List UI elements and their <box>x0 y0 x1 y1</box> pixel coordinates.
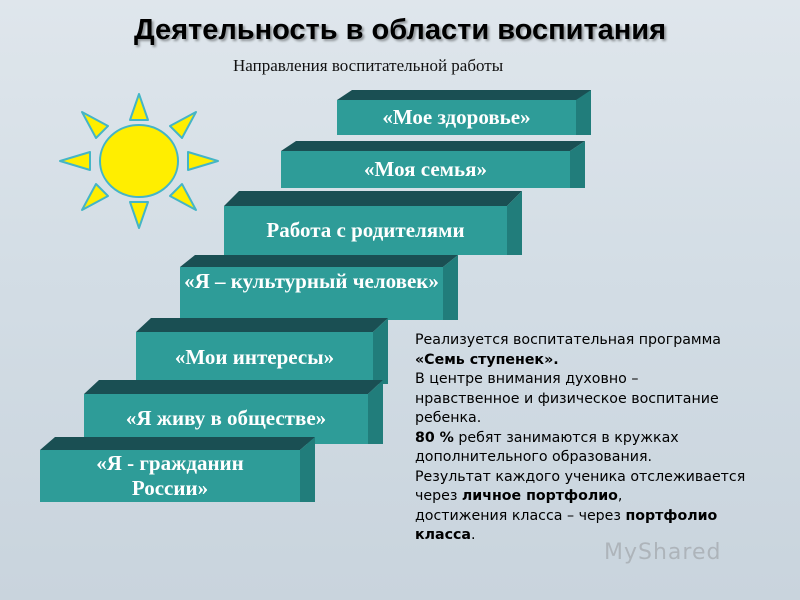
portfolio-term: личное портфолио <box>461 488 618 504</box>
step-label: «Мои интересы» <box>136 332 373 384</box>
info-line: В центре внимания духовно – <box>415 371 639 387</box>
info-line: Реализуется воспитательная программа <box>415 332 721 348</box>
info-line: Результат каждого ученика отслеживается <box>415 468 746 485</box>
info-line: нравственное и физическое воспитание <box>415 390 719 407</box>
step-grazhdanin-rossii: «Я - гражданин России» <box>40 437 315 502</box>
step-zhivu-v-obshchestve: «Я живу в обществе» <box>84 380 383 444</box>
step-kulturnyi-chelovek: «Я – культурный человек» <box>180 255 458 320</box>
info-line: ребенка. <box>415 410 482 426</box>
step-label: «Моя семья» <box>281 151 570 188</box>
step-label: «Я - гражданин России» <box>40 450 300 502</box>
step-label: Работа с родителями <box>224 206 507 255</box>
info-line: дополнительного образования. <box>415 449 652 465</box>
step-moe-zdorove: «Мое здоровье» <box>337 90 591 135</box>
info-text: , <box>617 488 623 504</box>
class-portfolio-term: портфолио <box>625 507 718 524</box>
step-moi-interesy: «Мои интересы» <box>136 318 388 384</box>
slide-title: Деятельность в области воспитания <box>133 14 667 46</box>
info-text: ребят занимаются в кружках <box>453 429 679 446</box>
sun-icon <box>59 93 219 229</box>
program-description: Реализуется воспитательная программа «Се… <box>415 331 785 546</box>
watermark-logo: MyShared <box>604 540 722 565</box>
info-text: достижения класса – через <box>415 507 626 524</box>
step-label: «Я живу в обществе» <box>84 394 368 444</box>
step-moya-semya: «Моя семья» <box>281 141 585 188</box>
percent-value: 80 % <box>415 429 454 446</box>
step-label: «Я – культурный человек» <box>180 267 443 320</box>
step-rabota-s-roditelyami: Работа с родителями <box>224 191 522 255</box>
info-text: через <box>415 488 462 504</box>
step-label: «Мое здоровье» <box>337 100 576 135</box>
info-text: . <box>471 527 476 543</box>
class-portfolio-term: класса <box>415 527 471 543</box>
program-name: «Семь ступенек». <box>415 351 559 368</box>
slide-subtitle: Направления воспитательной работы <box>233 56 504 75</box>
